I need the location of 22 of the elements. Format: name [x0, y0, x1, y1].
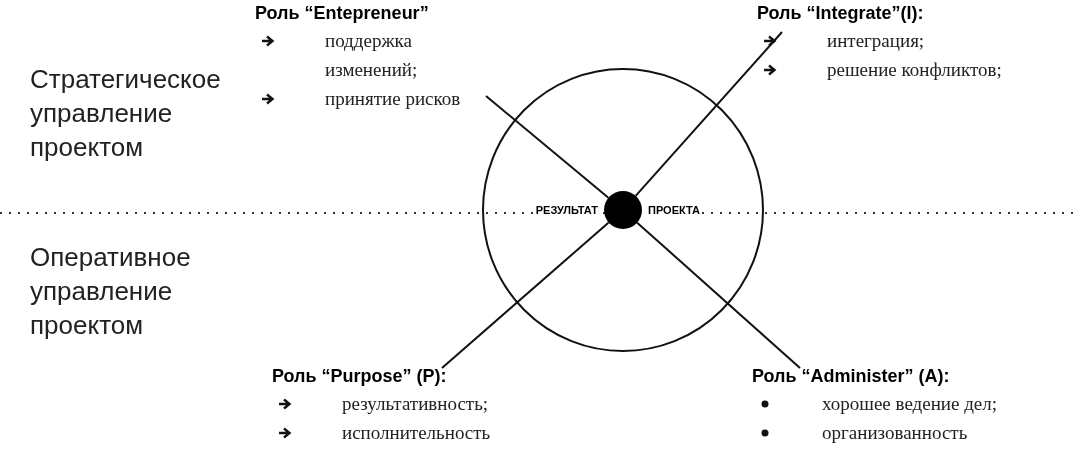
- role-heading: Роль “Integrate”(I):: [757, 3, 925, 24]
- role-heading: Роль “Entepreneur”: [255, 3, 430, 24]
- role-item: результативность;: [342, 392, 489, 416]
- role-item: хорошее ведение дел;: [822, 392, 998, 416]
- role-item: исполнительность: [342, 421, 491, 445]
- connector-line: [634, 31, 783, 197]
- connector-line: [636, 221, 801, 369]
- role-item: поддержка изменений;: [325, 29, 419, 82]
- role-heading: Роль “Administer” (A):: [752, 366, 951, 387]
- result-circle: [482, 68, 764, 352]
- role-heading: Роль “Purpose” (P):: [272, 366, 448, 387]
- level-label: Стратегическое управление проектом: [30, 63, 222, 164]
- role-item: интеграция;: [827, 29, 925, 53]
- role-item: принятие рисков: [325, 87, 461, 111]
- circle-label: ПРОЕКТА: [646, 204, 702, 216]
- center-dot: [604, 191, 642, 229]
- connector-line: [485, 95, 610, 199]
- role-item: решение конфликтов;: [827, 58, 1002, 82]
- level-label: Оперативное управление проектом: [30, 241, 192, 342]
- circle-label: РЕЗУЛЬТАТ: [533, 204, 600, 216]
- connector-line: [441, 221, 610, 369]
- role-item: организованность: [822, 421, 968, 445]
